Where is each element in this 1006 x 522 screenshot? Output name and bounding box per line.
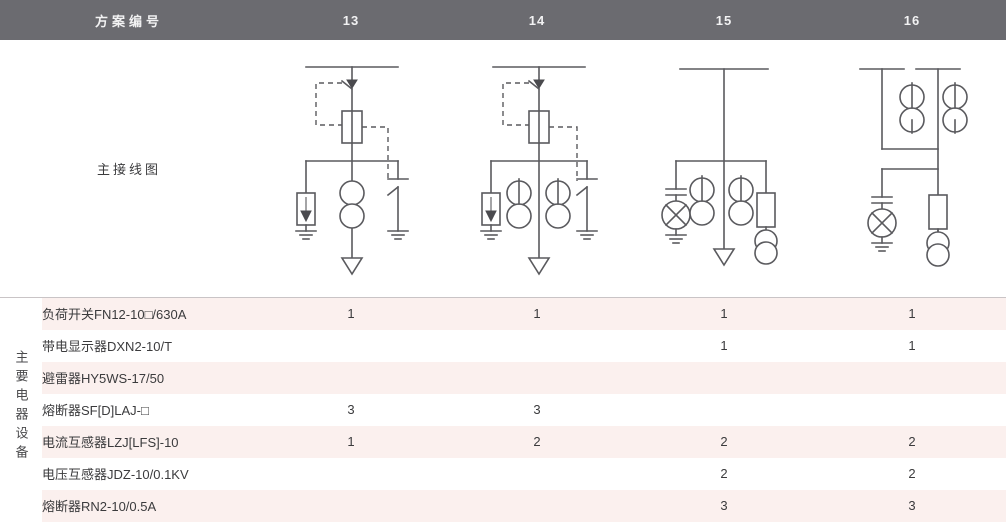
equipment-qty-16 bbox=[818, 361, 1006, 394]
equipment-qty-15: 1 bbox=[630, 329, 819, 362]
table-header-row: 方案编号 13 14 15 16 bbox=[0, 0, 1006, 41]
equipment-name: 电压互感器JDZ-10/0.1KV bbox=[42, 457, 259, 490]
equipment-qty-15: 1 bbox=[630, 296, 819, 330]
equipment-qty-15: 3 bbox=[630, 489, 819, 522]
table-row: 避雷器HY5WS-17/50 bbox=[0, 361, 1006, 394]
equipment-name: 熔断器RN2-10/0.5A bbox=[42, 489, 259, 522]
scheme-15-wiring-diagram bbox=[630, 40, 819, 298]
table-row: 电流互感器LZJ[LFS]-10 1 2 2 2 bbox=[0, 425, 1006, 458]
equipment-qty-15: 2 bbox=[630, 457, 819, 490]
equipment-qty-14 bbox=[444, 489, 631, 522]
equipment-qty-16: 2 bbox=[818, 457, 1006, 490]
equipment-qty-16: 3 bbox=[818, 489, 1006, 522]
equipment-qty-14 bbox=[444, 457, 631, 490]
table-row: 主要电器设备 负荷开关FN12-10□/630A 1 1 1 1 bbox=[0, 296, 1006, 522]
equipment-name: 电流互感器LZJ[LFS]-10 bbox=[42, 425, 259, 458]
table-row: 熔断器RN2-10/0.5A 3 3 bbox=[0, 489, 1006, 522]
equipment-name: 避雷器HY5WS-17/50 bbox=[42, 361, 259, 394]
scheme-16-wiring-diagram bbox=[818, 40, 1006, 298]
equipment-qty-15: 2 bbox=[630, 425, 819, 458]
equipment-qty-14: 1 bbox=[444, 296, 631, 330]
equipment-qty-16: 1 bbox=[818, 329, 1006, 362]
equipment-qty-13 bbox=[258, 457, 445, 490]
equipment-qty-13 bbox=[258, 361, 445, 394]
header-column-14: 14 bbox=[444, 0, 631, 41]
table-row: 电压互感器JDZ-10/0.1KV 2 2 bbox=[0, 457, 1006, 490]
header-column-16: 16 bbox=[818, 0, 1006, 41]
equipment-qty-16 bbox=[818, 393, 1006, 426]
equipment-qty-13 bbox=[258, 489, 445, 522]
scheme-14-wiring-diagram bbox=[444, 40, 631, 298]
equipment-qty-14: 3 bbox=[444, 393, 631, 426]
equipment-name: 熔断器SF[D]LAJ-□ bbox=[42, 393, 259, 426]
equipment-qty-14: 2 bbox=[444, 425, 631, 458]
equipment-qty-13: 3 bbox=[258, 393, 445, 426]
equipment-name: 负荷开关FN12-10□/630A bbox=[42, 296, 259, 330]
scheme-13-wiring-diagram bbox=[258, 40, 445, 298]
equipment-qty-13: 1 bbox=[258, 425, 445, 458]
equipment-qty-16: 1 bbox=[818, 296, 1006, 330]
wiring-diagram-row: 主接线图 bbox=[0, 40, 1006, 298]
header-column-15: 15 bbox=[630, 0, 819, 41]
equipment-name: 带电显示器DXN2-10/T bbox=[42, 329, 259, 362]
equipment-qty-15 bbox=[630, 361, 819, 394]
equipment-qty-15 bbox=[630, 393, 819, 426]
equipment-qty-13: 1 bbox=[258, 296, 445, 330]
table-row: 带电显示器DXN2-10/T 1 1 bbox=[0, 329, 1006, 362]
equipment-qty-16: 2 bbox=[818, 425, 1006, 458]
header-scheme-number-label: 方案编号 bbox=[0, 0, 259, 41]
equipment-group-vertical-label: 主要电器设备 bbox=[0, 296, 42, 522]
equipment-qty-14 bbox=[444, 361, 631, 394]
equipment-qty-13 bbox=[258, 329, 445, 362]
table-row: 熔断器SF[D]LAJ-□ 3 3 bbox=[0, 393, 1006, 426]
header-column-13: 13 bbox=[258, 0, 445, 41]
equipment-qty-14 bbox=[444, 329, 631, 362]
wiring-diagram-label: 主接线图 bbox=[0, 40, 259, 298]
